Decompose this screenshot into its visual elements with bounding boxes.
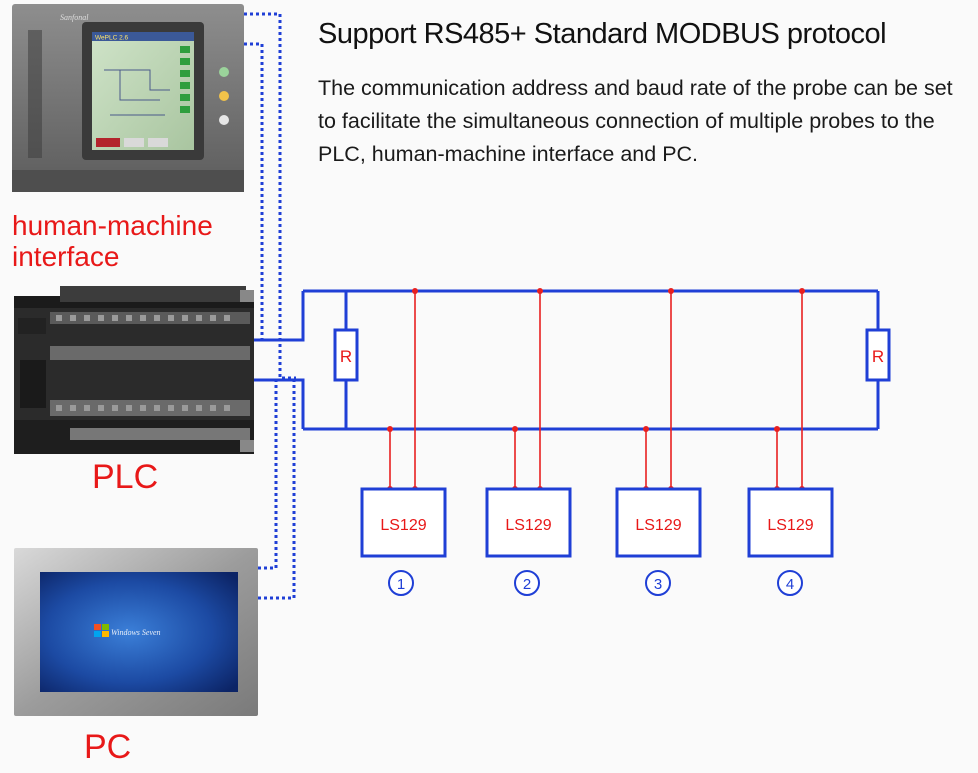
probe-2-number: 2 <box>523 576 531 593</box>
plc-link-a <box>254 291 305 342</box>
hmi-label-line1: human-machine <box>12 210 213 241</box>
probe-4-box <box>747 487 834 558</box>
rs485-bus <box>303 289 880 431</box>
probe-1-model: LS129 <box>380 517 426 534</box>
resistor-right: R <box>865 328 891 382</box>
pc-label: PC <box>84 728 132 766</box>
page-title: Support RS485+ Standard MODBUS protocol <box>318 18 887 50</box>
hmi-screen-title: WePLC 2.6 <box>95 35 129 42</box>
pc-link-a <box>258 378 278 570</box>
probe-4: LS129 4 <box>747 288 834 596</box>
probe-3-model: LS129 <box>635 517 681 534</box>
probe-4-number: 4 <box>786 576 794 593</box>
plc-device <box>14 286 254 454</box>
resistor-left: R <box>333 328 359 382</box>
windows-logo-icon <box>94 624 109 637</box>
probe-2: LS129 2 <box>485 288 572 596</box>
pc-link-b <box>258 380 296 600</box>
probe-2-badge <box>514 570 540 596</box>
probe-4-model: LS129 <box>767 517 813 534</box>
hmi-link-a <box>244 12 296 380</box>
probe-1: LS129 1 <box>360 288 447 596</box>
probe-3: LS129 3 <box>615 288 702 596</box>
pc-screen-text: Windows Seven <box>111 628 161 637</box>
probe-4-badge <box>777 570 803 596</box>
resistor-left-label: R <box>340 347 352 366</box>
plc-connection <box>254 291 305 429</box>
pc-device: Windows Seven <box>14 548 258 716</box>
probe-1-badge <box>388 570 414 596</box>
hmi-label: human-machine interface <box>12 210 213 272</box>
resistor-right-label: R <box>872 347 884 366</box>
hmi-device: WePLC 2.6 Sanfonal <box>12 4 244 192</box>
probe-3-badge <box>645 570 671 596</box>
probe-3-box <box>615 487 702 558</box>
plc-label: PLC <box>92 458 159 496</box>
probe-1-number: 1 <box>397 576 405 593</box>
description-text: The communication address and baud rate … <box>318 76 953 166</box>
hmi-brand-logo: Sanfonal <box>60 13 89 22</box>
probe-2-box <box>485 487 572 558</box>
probe-3-number: 3 <box>654 576 662 593</box>
probe-2-model: LS129 <box>505 517 551 534</box>
probe-1-box <box>360 487 447 558</box>
plc-link-b <box>254 378 305 429</box>
hmi-label-line2: interface <box>12 241 120 272</box>
